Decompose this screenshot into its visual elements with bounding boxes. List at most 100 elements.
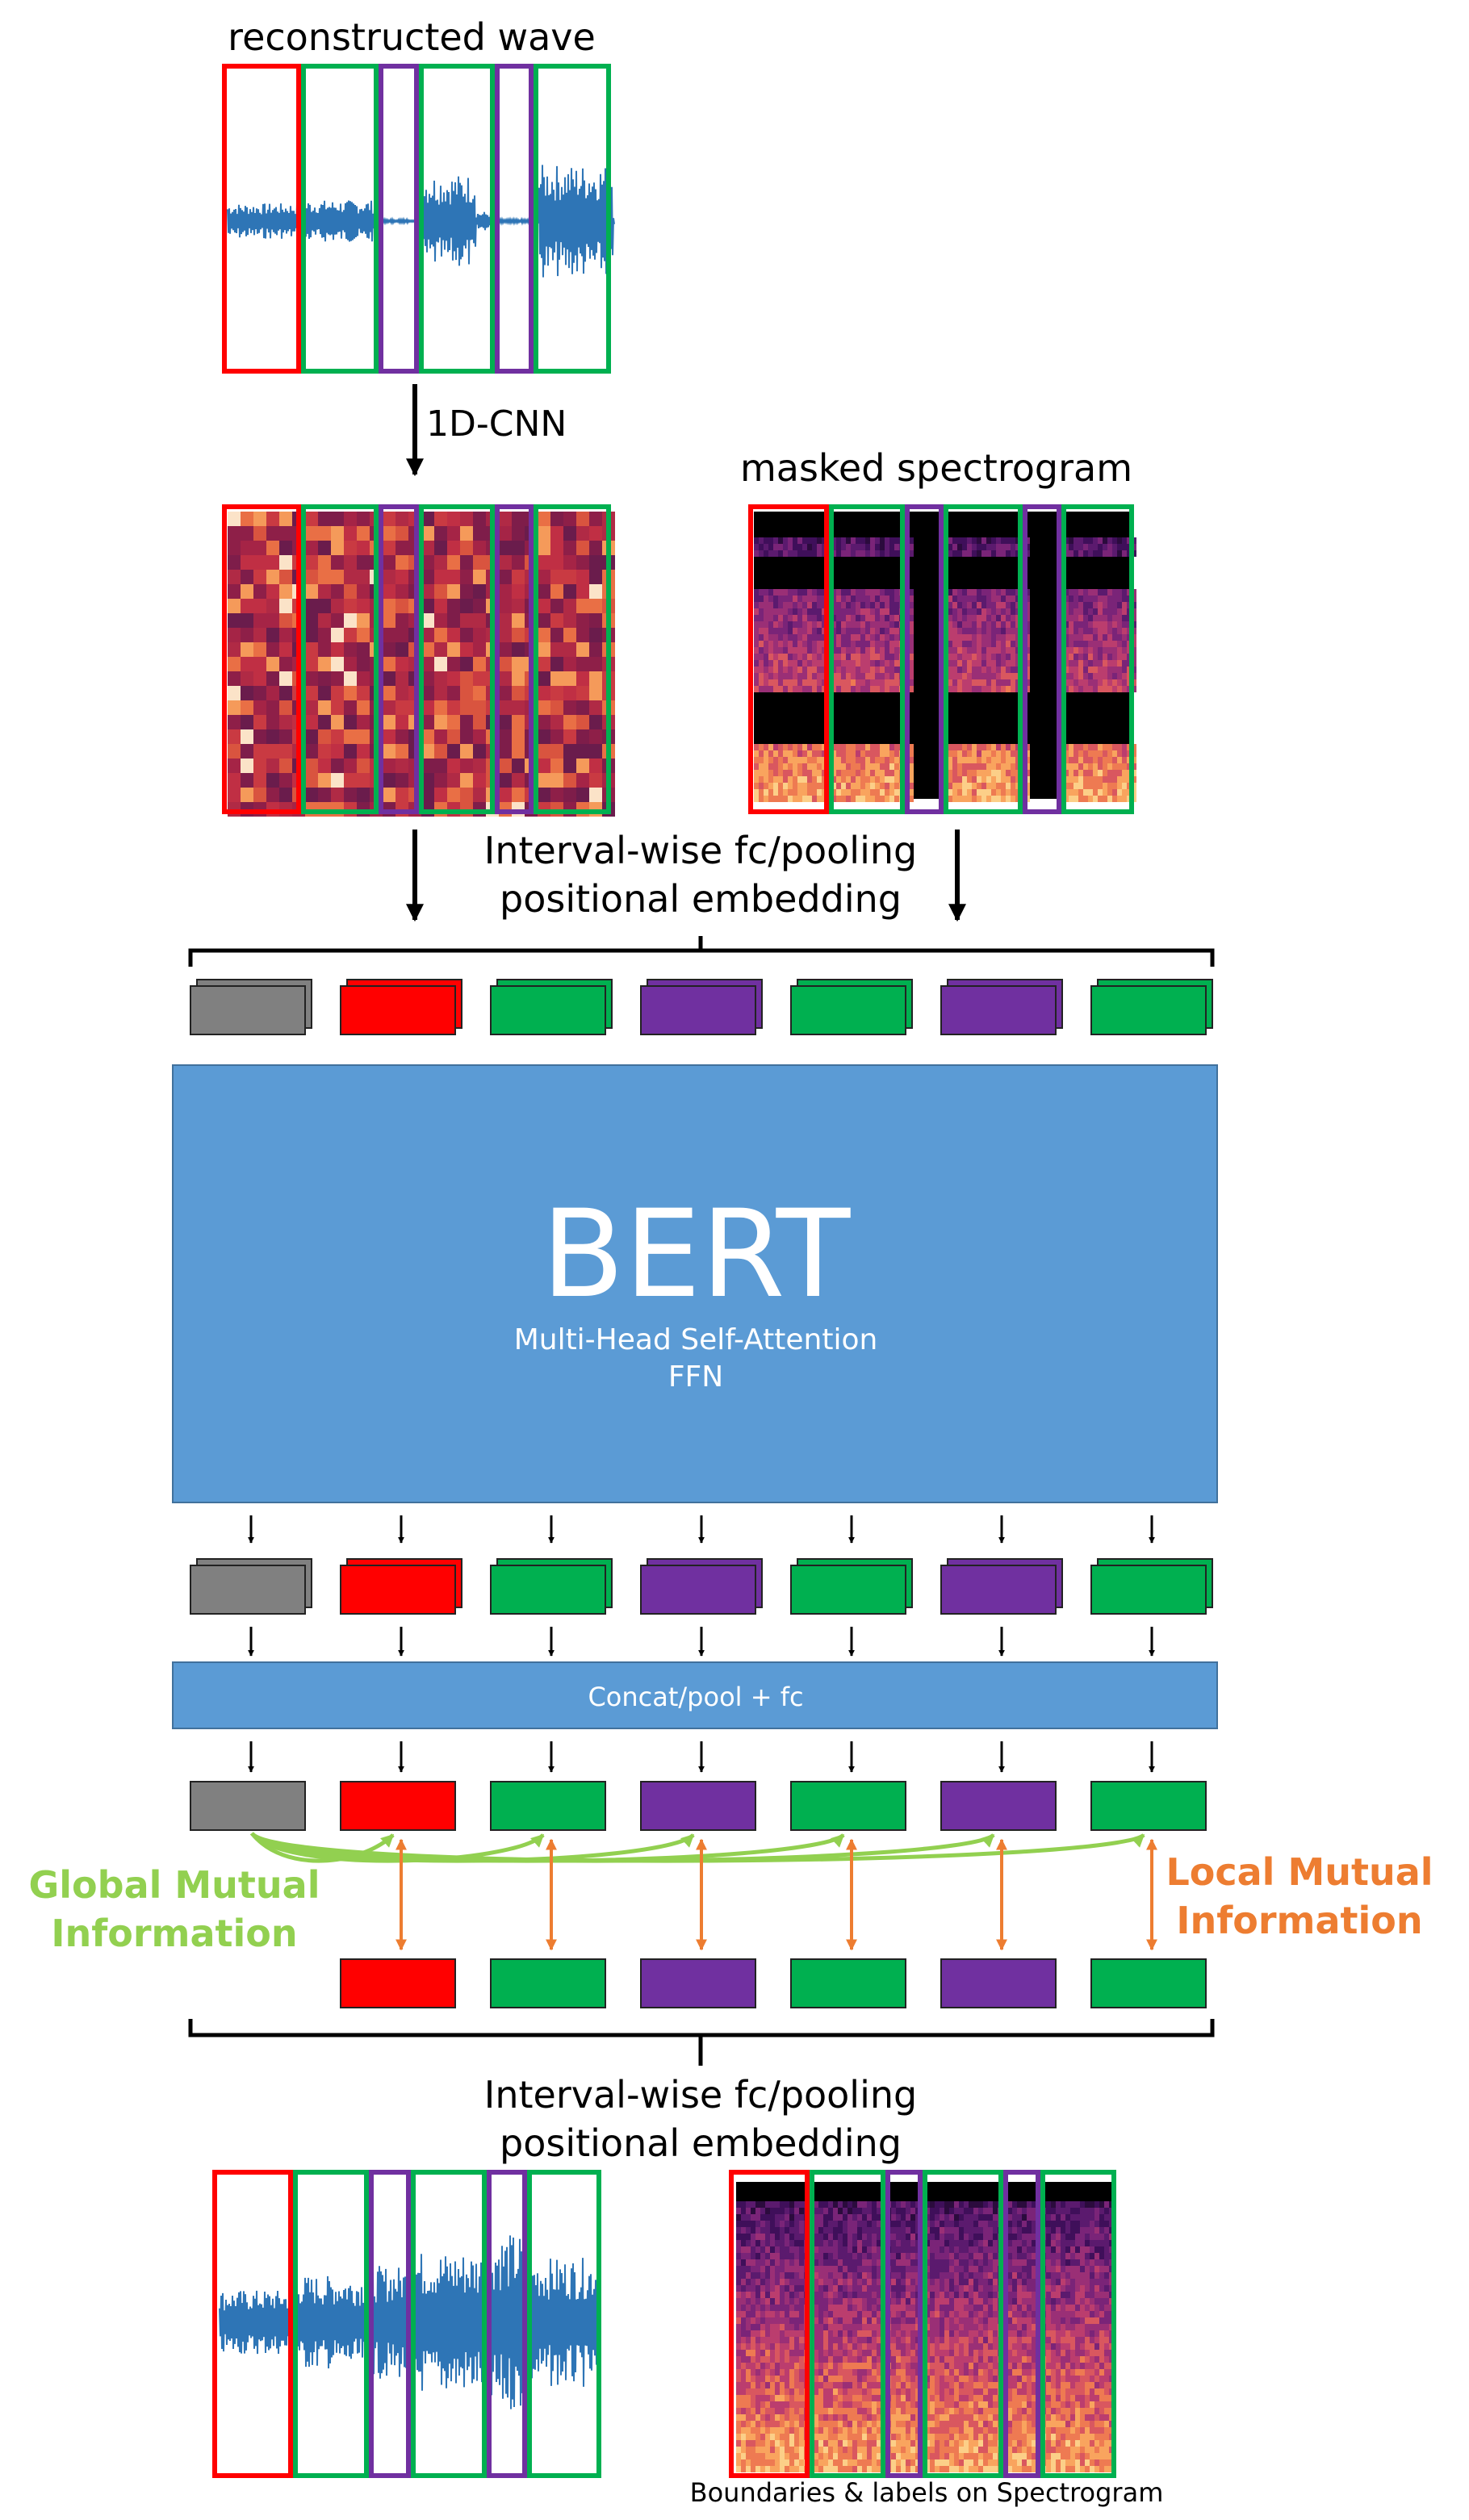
heat-cell	[576, 700, 589, 715]
spec-cell	[833, 2272, 838, 2279]
spec-cell	[741, 2240, 746, 2246]
spec-cell	[754, 641, 759, 647]
spec-cell	[823, 2259, 828, 2266]
spec-cell	[894, 628, 899, 634]
spec-cell	[993, 2388, 998, 2395]
spec-cell	[1090, 2343, 1094, 2350]
spec-cell	[872, 2221, 877, 2227]
spec-cell	[848, 2350, 852, 2356]
heat-cell	[305, 700, 318, 715]
spec-cell	[967, 602, 972, 608]
spec-cell	[1117, 783, 1122, 789]
spec-cell	[1078, 796, 1083, 802]
spec-cell	[1051, 2369, 1056, 2376]
spec-cell	[952, 537, 957, 544]
heat-cell	[318, 541, 331, 555]
spec-cell	[751, 2266, 755, 2272]
heat-cell	[396, 642, 408, 657]
spec-cell	[948, 628, 952, 634]
spec-cell	[957, 615, 962, 621]
spec-cell	[972, 589, 977, 596]
spec-cell	[1107, 537, 1112, 544]
spec-cell	[1065, 2259, 1070, 2266]
spec-cell	[794, 2259, 799, 2266]
spec-cell	[746, 2272, 751, 2279]
spec-cell	[814, 2382, 818, 2388]
spec-cell	[768, 686, 773, 692]
spec-cell	[967, 763, 972, 770]
spec-cell	[944, 2382, 949, 2388]
spec-cell	[973, 2311, 978, 2317]
spec-cell	[1022, 2311, 1027, 2317]
spec-cell	[862, 2246, 867, 2253]
spec-cell	[957, 770, 962, 776]
spec-cell	[862, 2363, 867, 2369]
spec-cell	[1051, 2337, 1056, 2343]
spec-cell	[977, 596, 981, 602]
spec-cell	[770, 2382, 775, 2388]
spec-cell	[901, 2259, 906, 2266]
spec-cell	[1001, 621, 1006, 628]
spec-cell	[778, 783, 783, 789]
heat-cell	[318, 700, 331, 715]
heat-cell	[253, 584, 266, 599]
heat-cell	[473, 613, 486, 628]
heat-cell	[447, 788, 460, 802]
spec-cell	[894, 796, 899, 802]
spec-cell	[973, 2246, 978, 2253]
spec-cell	[1083, 770, 1088, 776]
spec-cell	[948, 641, 952, 647]
heat-cell	[538, 744, 550, 759]
spec-cell	[775, 2272, 780, 2279]
spec-cell	[1027, 2214, 1032, 2221]
spec-cell	[875, 544, 880, 550]
spec-cell	[1065, 2330, 1070, 2337]
heat-cell	[331, 512, 344, 526]
spec-cell	[957, 673, 962, 679]
spec-cell	[1007, 2356, 1012, 2363]
spec-cell	[906, 2266, 910, 2272]
spec-cell	[940, 2305, 944, 2311]
spec-cell	[759, 615, 764, 621]
spec-cell	[870, 550, 875, 557]
spec-cell	[1085, 2234, 1090, 2240]
spec-cell	[910, 2201, 915, 2208]
spec-cell	[948, 550, 952, 557]
spec-cell	[1007, 2305, 1012, 2311]
spec-cell	[1099, 2285, 1104, 2292]
spec-cell	[1117, 744, 1122, 750]
input-token-cls	[190, 985, 306, 1035]
bert-output-arrows	[248, 1515, 1155, 1544]
spec-cell	[814, 2214, 818, 2221]
spec-cell	[1017, 2382, 1022, 2388]
spec-cell	[1104, 2363, 1109, 2369]
spec-cell	[948, 757, 952, 763]
spec-cell	[1088, 750, 1093, 757]
spec-cell	[872, 2246, 877, 2253]
spec-cell	[877, 2246, 881, 2253]
spec-cell	[780, 2259, 785, 2266]
spec-cell	[940, 2259, 944, 2266]
spec-cell	[909, 608, 914, 615]
spec-cell	[852, 2382, 857, 2388]
spec-cell	[833, 2343, 838, 2350]
spec-cell	[1032, 2330, 1036, 2337]
spec-cell	[983, 2369, 988, 2376]
spec-cell	[944, 2259, 949, 2266]
spec-cell	[949, 2221, 954, 2227]
spec-cell	[1112, 654, 1117, 660]
spec-cell	[807, 660, 812, 667]
spec-cell	[836, 654, 841, 660]
spec-cell	[760, 2369, 765, 2376]
spec-cell	[848, 2317, 852, 2324]
spec-cell	[797, 628, 802, 634]
spec-cell	[930, 2221, 935, 2227]
spec-cell	[1070, 2382, 1075, 2388]
heat-cell	[228, 700, 241, 715]
spec-cell	[930, 2253, 935, 2259]
spec-cell	[880, 750, 885, 757]
spec-cell	[828, 2305, 833, 2311]
heat-cell	[434, 570, 447, 584]
spec-cell	[785, 2259, 789, 2266]
spec-cell	[880, 757, 885, 763]
